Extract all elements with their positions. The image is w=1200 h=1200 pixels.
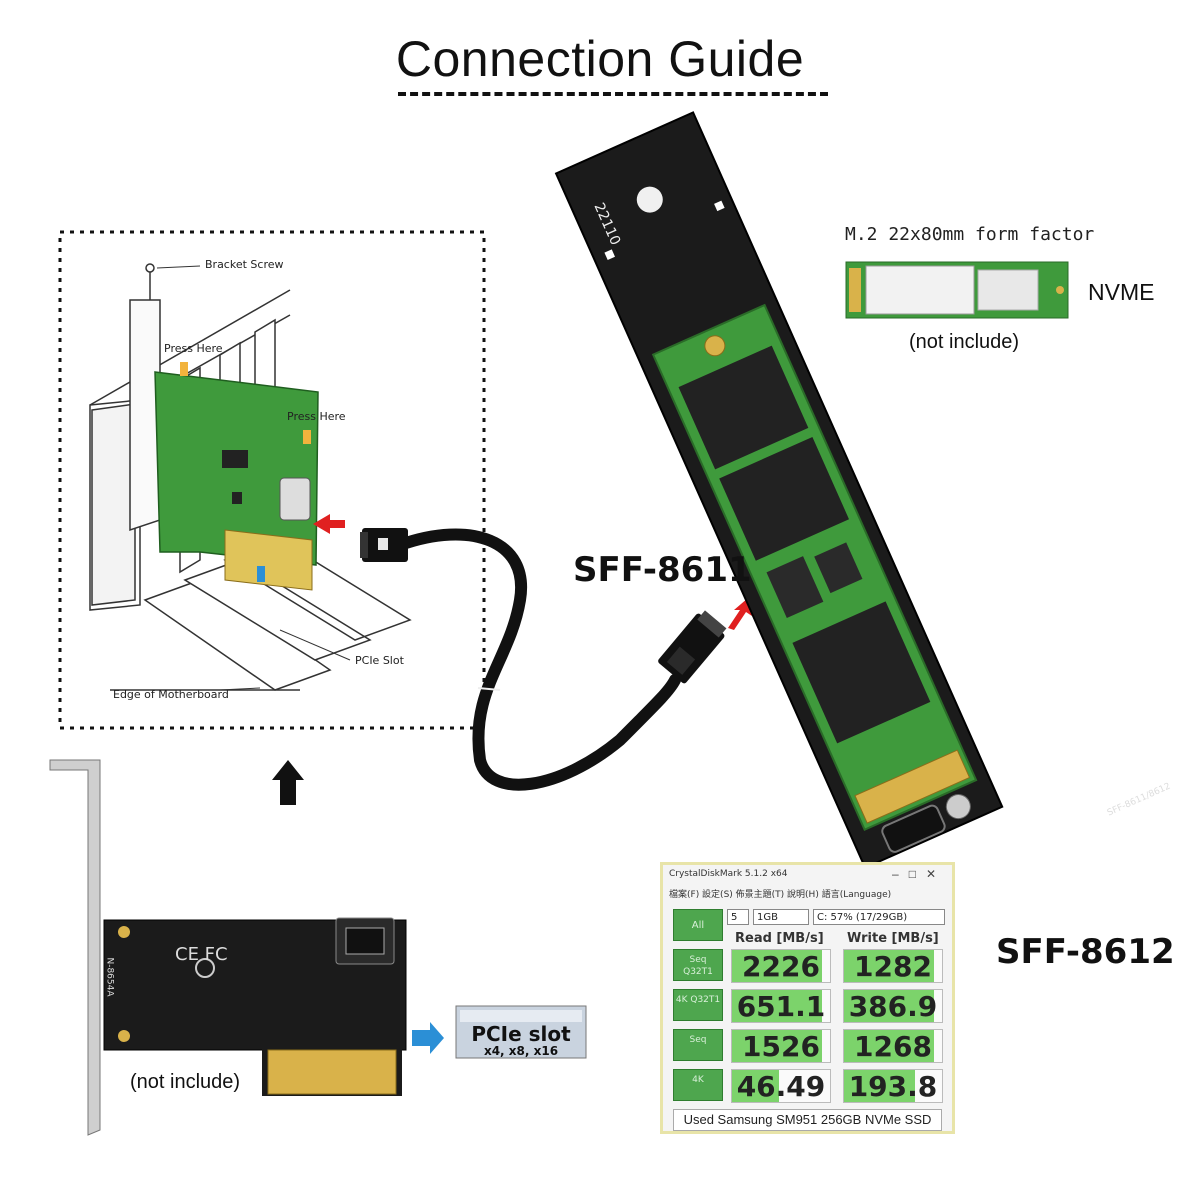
benchmark-window: CrystalDiskMark 5.1.2 x64 –□✕ 檔案(F) 設定(S… (660, 862, 955, 1134)
press-here-label-1: Press Here (164, 342, 223, 355)
read-header: Read [MB/s] (735, 931, 824, 946)
diagram-card-gold-fingers (224, 529, 313, 591)
bracket-screw-label: Bracket Screw (205, 258, 284, 271)
press-mark-2 (303, 430, 311, 444)
benchmark-window-title: CrystalDiskMark 5.1.2 x64 (669, 869, 788, 879)
write-result-value: 386.9 (848, 990, 938, 1023)
nvme-label: NVME (1088, 279, 1155, 305)
write-result-bar (844, 990, 935, 1022)
read-result-value: 651.1 (736, 990, 826, 1023)
m2-adapter-board (554, 111, 1004, 870)
read-result-bar (732, 990, 823, 1022)
drive-select[interactable]: C: 57% (17/29GB) (813, 909, 945, 925)
edge-of-motherboard-label: Edge of Motherboard (113, 688, 229, 701)
card-not-include-label: (not include) (130, 1071, 241, 1093)
pcie-card-photo (49, 759, 407, 1136)
blue-arrow (412, 1022, 444, 1054)
card-model-mark: N-8654A (104, 957, 115, 997)
test-button[interactable]: 4K (673, 1069, 723, 1101)
press-here-label-2: Press Here (287, 410, 346, 423)
insert-mark (257, 566, 265, 582)
read-result-cell: 46.49 (731, 1069, 831, 1103)
write-result-value: 1282 (854, 950, 932, 983)
board-mount-hole (636, 186, 663, 213)
title-underline (398, 92, 828, 96)
read-result-value: 1526 (742, 1030, 820, 1063)
up-arrow (272, 760, 304, 805)
test-button[interactable]: Seq Q32T1 (673, 949, 723, 981)
write-result-cell: 1282 (843, 949, 943, 983)
read-result-value: 2226 (742, 950, 820, 983)
board-capacitor (945, 794, 971, 820)
write-result-bar (844, 1030, 935, 1062)
card-cert-mark: CE FC (175, 944, 228, 965)
write-result-cell: 193.8 (843, 1069, 943, 1103)
board-sff-connector (881, 804, 946, 853)
read-result-bar (732, 1070, 780, 1102)
write-result-cell: 1268 (843, 1029, 943, 1063)
write-result-bar (844, 950, 935, 982)
all-button[interactable]: All (673, 909, 723, 941)
write-header: Write [MB/s] (847, 931, 939, 946)
m2-ssd-photo (845, 261, 1069, 319)
pcie-slot-graphic (455, 1005, 587, 1059)
sff-arrow (728, 598, 752, 630)
read-result-bar (732, 950, 823, 982)
read-result-cell: 651.1 (731, 989, 831, 1023)
write-result-cell: 386.9 (843, 989, 943, 1023)
cable-plug-right (658, 610, 727, 684)
sff8612-label: SFF-8612 (996, 932, 1175, 972)
read-result-cell: 2226 (731, 949, 831, 983)
size-select[interactable]: 1GB (753, 909, 809, 925)
pcie-slot-diagram-label: PCIe Slot (355, 654, 404, 667)
connector-arrow (313, 514, 345, 534)
test-button[interactable]: 4K Q32T1 (673, 989, 723, 1021)
pcie-widths-label: x4, x8, x16 (483, 1044, 559, 1058)
window-controls[interactable]: –□✕ (892, 867, 946, 881)
read-result-value: 46.49 (736, 1070, 826, 1103)
write-result-value: 1268 (854, 1030, 932, 1063)
pcie-slot-label: PCIe slot (471, 1022, 571, 1046)
test-button[interactable]: Seq (673, 1029, 723, 1061)
press-mark-1 (180, 362, 188, 376)
form-factor-label: M.2 22x80mm form factor (845, 224, 1095, 245)
diagram-card-chip-small (232, 492, 242, 504)
sff8611-label: SFF-8611 (573, 550, 752, 590)
sff-cable (360, 528, 727, 791)
benchmark-menu[interactable]: 檔案(F) 設定(S) 佈景主題(T) 說明(H) 語言(Language) (669, 890, 892, 900)
benchmark-footer: Used Samsung SM951 256GB NVMe SSD (673, 1109, 942, 1131)
page-title: Connection Guide (395, 31, 805, 87)
ssd-not-include-label: (not include) (909, 331, 1020, 353)
write-result-bar (844, 1070, 915, 1102)
read-result-cell: 1526 (731, 1029, 831, 1063)
board-ssd-screw (704, 335, 726, 357)
write-result-value: 193.8 (848, 1070, 938, 1103)
diagram-card-chip (222, 450, 248, 468)
diagram-frame (58, 230, 486, 730)
count-select[interactable]: 5 (727, 909, 749, 925)
diagram-card-connector (279, 477, 311, 521)
read-result-bar (732, 1030, 823, 1062)
